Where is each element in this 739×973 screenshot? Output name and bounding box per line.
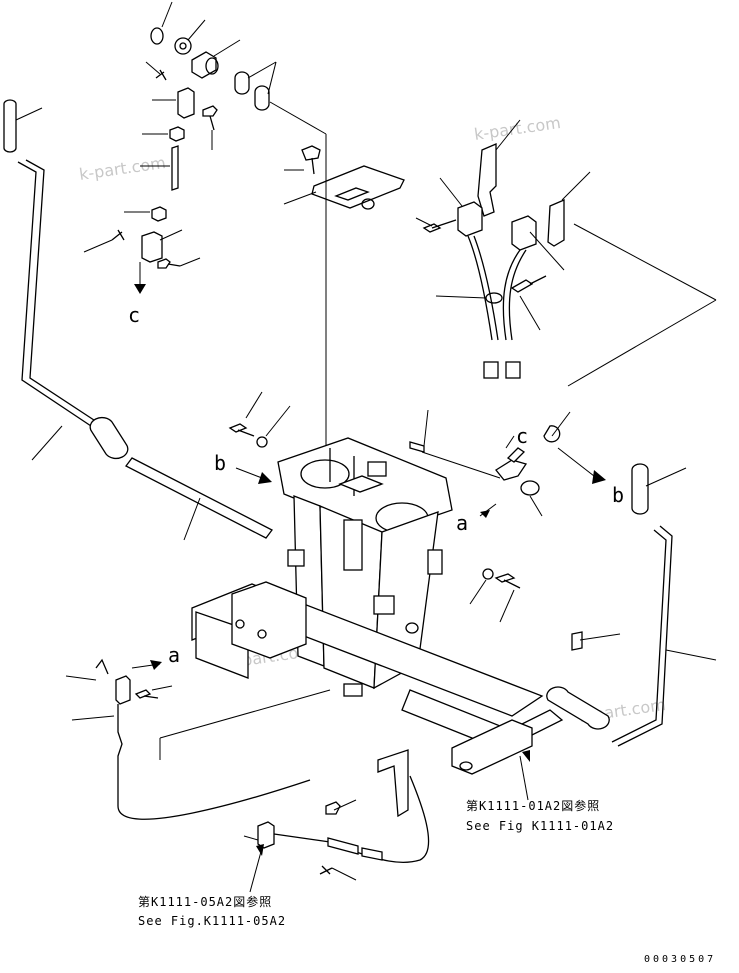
- leader-line: [187, 19, 206, 41]
- bracket-leg: [377, 749, 409, 818]
- switch-bracket: [477, 143, 497, 217]
- slot: [427, 549, 443, 575]
- tab: [343, 683, 363, 697]
- bolt: [494, 573, 516, 583]
- connector: [483, 361, 499, 379]
- link-plate: [495, 459, 528, 481]
- label-c: c: [516, 424, 528, 448]
- pin: [409, 441, 425, 453]
- tower-bolts: c a b: [228, 391, 624, 623]
- connector: [505, 361, 521, 379]
- arrow-head: [522, 750, 530, 762]
- lower-cable: [243, 775, 430, 881]
- limit-switch: [457, 201, 483, 237]
- lever-grip: [631, 463, 649, 515]
- b-marker-left: b: [214, 451, 272, 484]
- arrow-head: [480, 510, 490, 518]
- ref-k1111-05a2-jp: 第K1111-05A2図参照: [138, 894, 272, 909]
- screw: [510, 279, 534, 293]
- ref-k1111-01a2-jp: 第K1111-01A2図参照: [466, 798, 600, 813]
- label-b: b: [214, 451, 226, 475]
- clevis-block: [141, 231, 163, 263]
- switch-harness: [467, 235, 493, 341]
- watermark: k-part.com: [473, 113, 562, 144]
- cotter-pin: [95, 658, 109, 675]
- cotter-pin: [155, 69, 167, 81]
- bolt: [202, 105, 218, 117]
- clevis-block: [177, 87, 195, 119]
- lever-boss: [89, 416, 129, 460]
- switch-bracket: [547, 199, 565, 247]
- control-cable: [117, 704, 311, 820]
- center-bracket: [269, 101, 405, 452]
- bracket: [451, 719, 533, 775]
- bolt: [134, 689, 152, 699]
- bolt: [325, 801, 341, 815]
- bolt: [301, 145, 321, 161]
- lever-rod: [17, 161, 95, 429]
- switch-assembly: [415, 119, 717, 387]
- drawing-code: 00030507: [644, 954, 716, 965]
- left-cable: a: [65, 643, 331, 820]
- cotter-pin: [111, 229, 125, 241]
- bolt: [228, 423, 248, 433]
- cable-clevis: [115, 675, 131, 705]
- bushing: [234, 71, 250, 95]
- right-lever: [546, 463, 717, 747]
- cable-sleeve: [361, 847, 383, 861]
- tower-cap: [338, 475, 384, 493]
- bolt: [157, 258, 171, 269]
- shaft: [125, 457, 273, 541]
- bushing: [254, 85, 270, 111]
- label-a: a: [456, 511, 468, 535]
- mount-block: [231, 581, 307, 659]
- lever-rod: [611, 529, 667, 743]
- snap-ring: [150, 27, 164, 45]
- pin: [571, 631, 583, 651]
- cross-shaft: [125, 457, 273, 539]
- left-lever: [3, 99, 129, 461]
- arrow-head: [150, 660, 162, 670]
- nut: [169, 126, 185, 142]
- tab: [367, 461, 387, 477]
- retainer: [543, 425, 561, 443]
- base-frame: [191, 581, 564, 818]
- ref-k1111-01a2-en: See Fig K1111-01A2: [466, 819, 614, 833]
- label-a: a: [168, 643, 180, 667]
- slot: [373, 595, 395, 615]
- watermark: k-part.com: [78, 153, 167, 184]
- slot: [287, 549, 305, 567]
- arrow-head: [134, 284, 146, 294]
- arrow-head: [592, 470, 606, 484]
- washer: [256, 436, 268, 448]
- limit-switch: [511, 215, 537, 251]
- lever-grip: [3, 99, 17, 153]
- cable-end: [327, 837, 359, 855]
- leader-line: [213, 39, 241, 57]
- nut: [151, 206, 167, 222]
- ref-k1111-05a2-en: See Fig.K1111-05A2: [138, 914, 286, 928]
- lever-boss: [546, 686, 610, 730]
- cable-clevis: [257, 821, 275, 849]
- label-b: b: [612, 483, 624, 507]
- washer: [174, 37, 192, 55]
- label-c: c: [128, 303, 140, 327]
- cotter-pin: [319, 865, 333, 875]
- slot: [343, 519, 363, 571]
- leader-line: [161, 1, 173, 28]
- link-plate: [506, 447, 526, 463]
- small-parts-column: c: [83, 1, 277, 327]
- threaded-rod: [171, 145, 179, 191]
- washer: [482, 568, 494, 580]
